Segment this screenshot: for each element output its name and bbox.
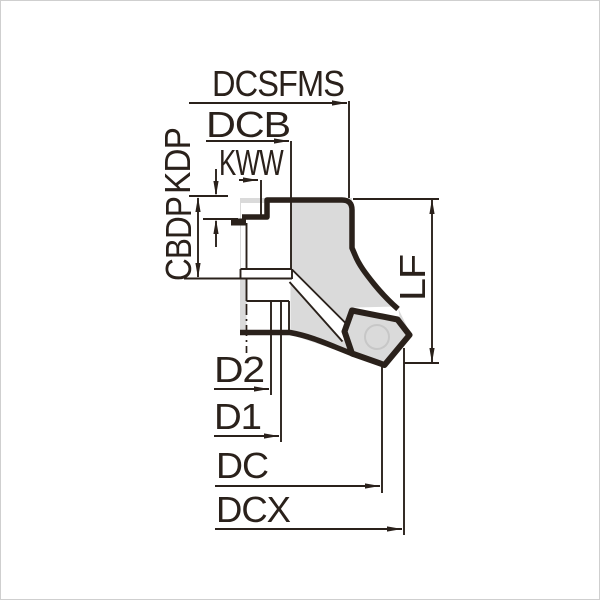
dimension-lines: [189, 100, 439, 535]
kdp-up-arrowhead: [213, 219, 219, 234]
dim-label-kww: KWW: [219, 142, 284, 183]
body-outline: [231, 197, 400, 358]
insert-body: [341, 307, 413, 368]
body-feature-lines: [184, 141, 354, 353]
keyway-and-top-right-edge: [242, 197, 400, 312]
kww-arrowhead: [243, 177, 258, 183]
dc-arrowhead: [365, 483, 380, 489]
lf-down-arrowhead: [429, 348, 435, 363]
kdp-down-arrowhead: [213, 181, 219, 196]
dimension-label-group: DCSFMS DCB KWW KDP CBDP LF D2 D1 DC DCX: [157, 63, 433, 530]
insert-screw-hole: [364, 324, 390, 350]
dcsfms-arrowhead: [332, 100, 347, 106]
dim-label-kdp: KDP: [157, 128, 198, 194]
bottom-face-edge: [240, 329, 356, 358]
d2-arrowhead: [254, 386, 269, 392]
dim-label-d2: D2: [214, 349, 264, 390]
dim-label-lf: LF: [392, 255, 433, 301]
body-cutouts: [240, 203, 400, 341]
dcx-arrowhead: [387, 526, 402, 532]
dim-label-dcx: DCX: [216, 489, 291, 530]
dim-label-d1: D1: [214, 396, 261, 437]
cbdp-up-arrowhead: [195, 197, 201, 212]
flute-band-lower-edge: [288, 281, 344, 343]
hub-cutout: [246, 278, 291, 333]
dim-label-dc: DC: [216, 445, 268, 486]
dcb-arrowhead: [274, 138, 289, 144]
d1-arrowhead: [264, 433, 279, 439]
flute-band-cutout: [289, 269, 353, 341]
flute-band-upper-edge: [291, 268, 354, 331]
flange-ring-cutout: [240, 269, 292, 279]
dim-label-dcb: DCB: [206, 104, 290, 145]
lf-up-arrowhead: [429, 199, 435, 214]
dim-label-dcsfms: DCSFMS: [212, 63, 344, 104]
cutting-insert: [341, 307, 413, 368]
dim-label-cbdp: CBDP: [158, 197, 199, 281]
cbdp-down-arrowhead: [195, 263, 201, 278]
